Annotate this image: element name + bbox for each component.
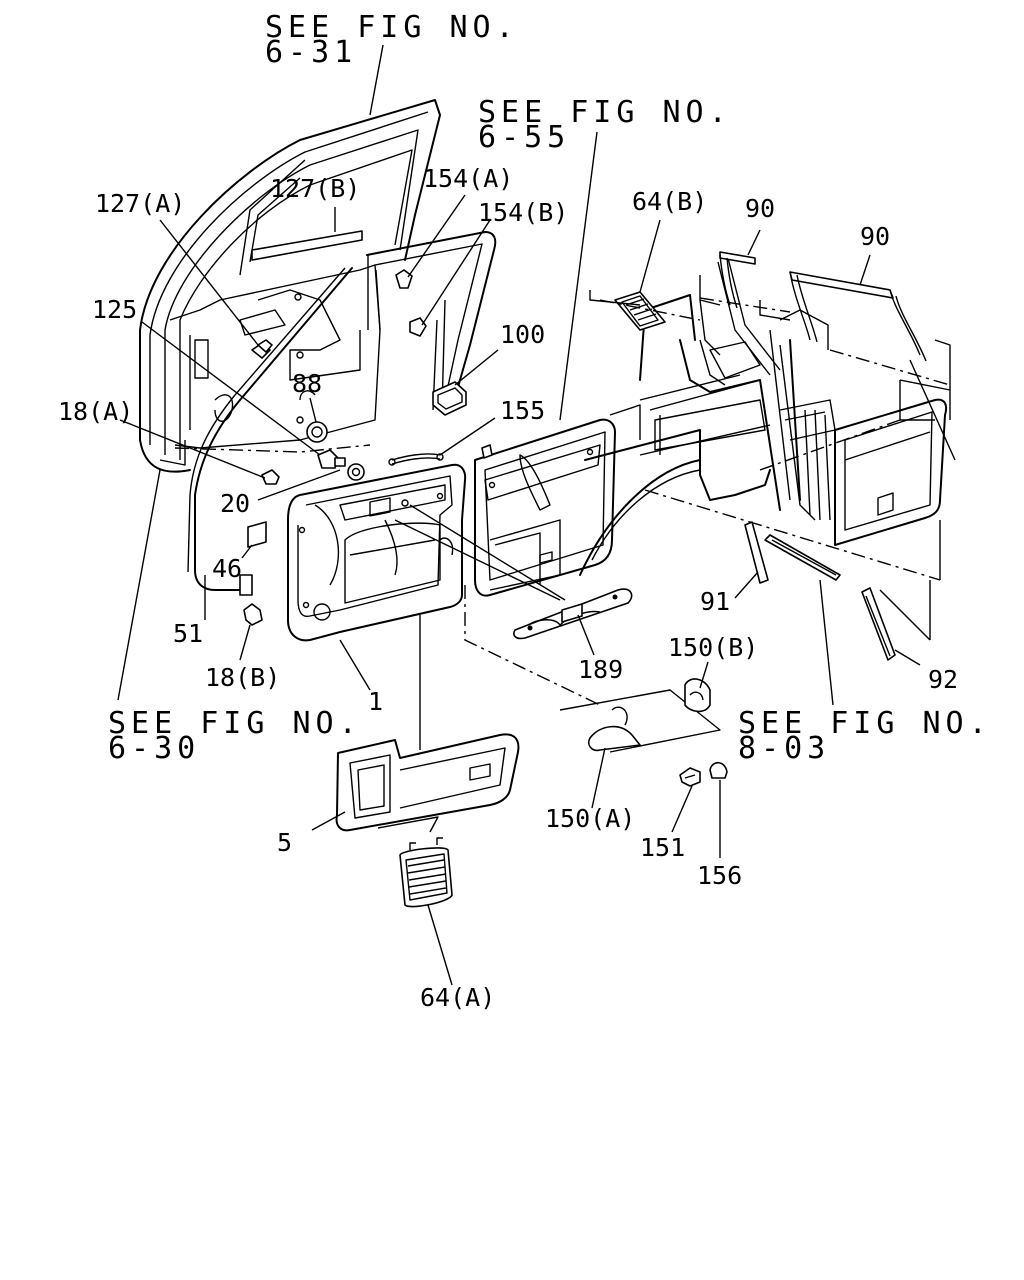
callout-51: 51 [173,619,203,648]
ref-6-31-line2: 6-31 [265,35,357,70]
callout-18b: 18(B) [205,663,280,692]
ref-8-03-line1: SEE FIG NO. [738,706,992,741]
cab-side-panel-drawing [579,251,956,661]
ref-fig-6-55: SEE FIG NO. 6-55 [478,95,732,155]
pull-handle-drawing [513,588,633,640]
callout-5: 5 [277,828,292,857]
ref-6-31-line1: SEE FIG NO. [265,10,519,45]
assist-hook-drawing [559,678,728,787]
callout-150a: 150(A) [545,804,635,833]
ref-6-30-line2: 6-30 [108,731,200,766]
callout-91: 91 [700,587,730,616]
callout-127a: 127(A) [95,189,185,218]
callout-151: 151 [640,833,685,862]
window-channel-drawing [366,231,497,411]
callout-64b: 64(B) [632,187,707,216]
callout-88: 88 [292,369,322,398]
ref-fig-6-30: SEE FIG NO. 6-30 [108,706,362,766]
callout-125: 125 [92,295,137,324]
rear-door-trim-drawing [474,418,616,597]
leader-lines [117,44,921,986]
ref-8-03-line2: 8-03 [738,731,830,766]
callout-100: 100 [500,320,545,349]
callout-18a: 18(A) [58,397,133,426]
callout-46: 46 [212,554,242,583]
callout-127b: 127(B) [270,174,360,203]
clip-parts [243,269,467,626]
ref-fig-6-31: SEE FIG NO. 6-31 [265,10,519,70]
callout-20: 20 [220,489,250,518]
callout-90-right: 90 [860,222,890,251]
callout-92: 92 [928,665,958,694]
callout-155: 155 [500,396,545,425]
callout-189: 189 [578,655,623,684]
door-pocket-drawing [335,733,520,908]
callout-154a: 154(A) [423,164,513,193]
ref-fig-8-03: SEE FIG NO. 8-03 [738,706,992,766]
door-frame-drawing [139,99,441,473]
callout-1: 1 [368,687,383,716]
door-trim-panel-drawing [287,463,467,642]
callout-156: 156 [697,861,742,890]
weatherstrip-drawing [187,267,353,596]
callout-64a: 64(A) [420,983,495,1012]
ref-6-55-line2: 6-55 [478,120,570,155]
callout-150b: 150(B) [668,633,758,662]
ref-6-55-line1: SEE FIG NO. [478,95,732,130]
callout-90-left: 90 [745,194,775,223]
callout-154b: 154(B) [478,198,568,227]
ref-6-30-line1: SEE FIG NO. [108,706,362,741]
